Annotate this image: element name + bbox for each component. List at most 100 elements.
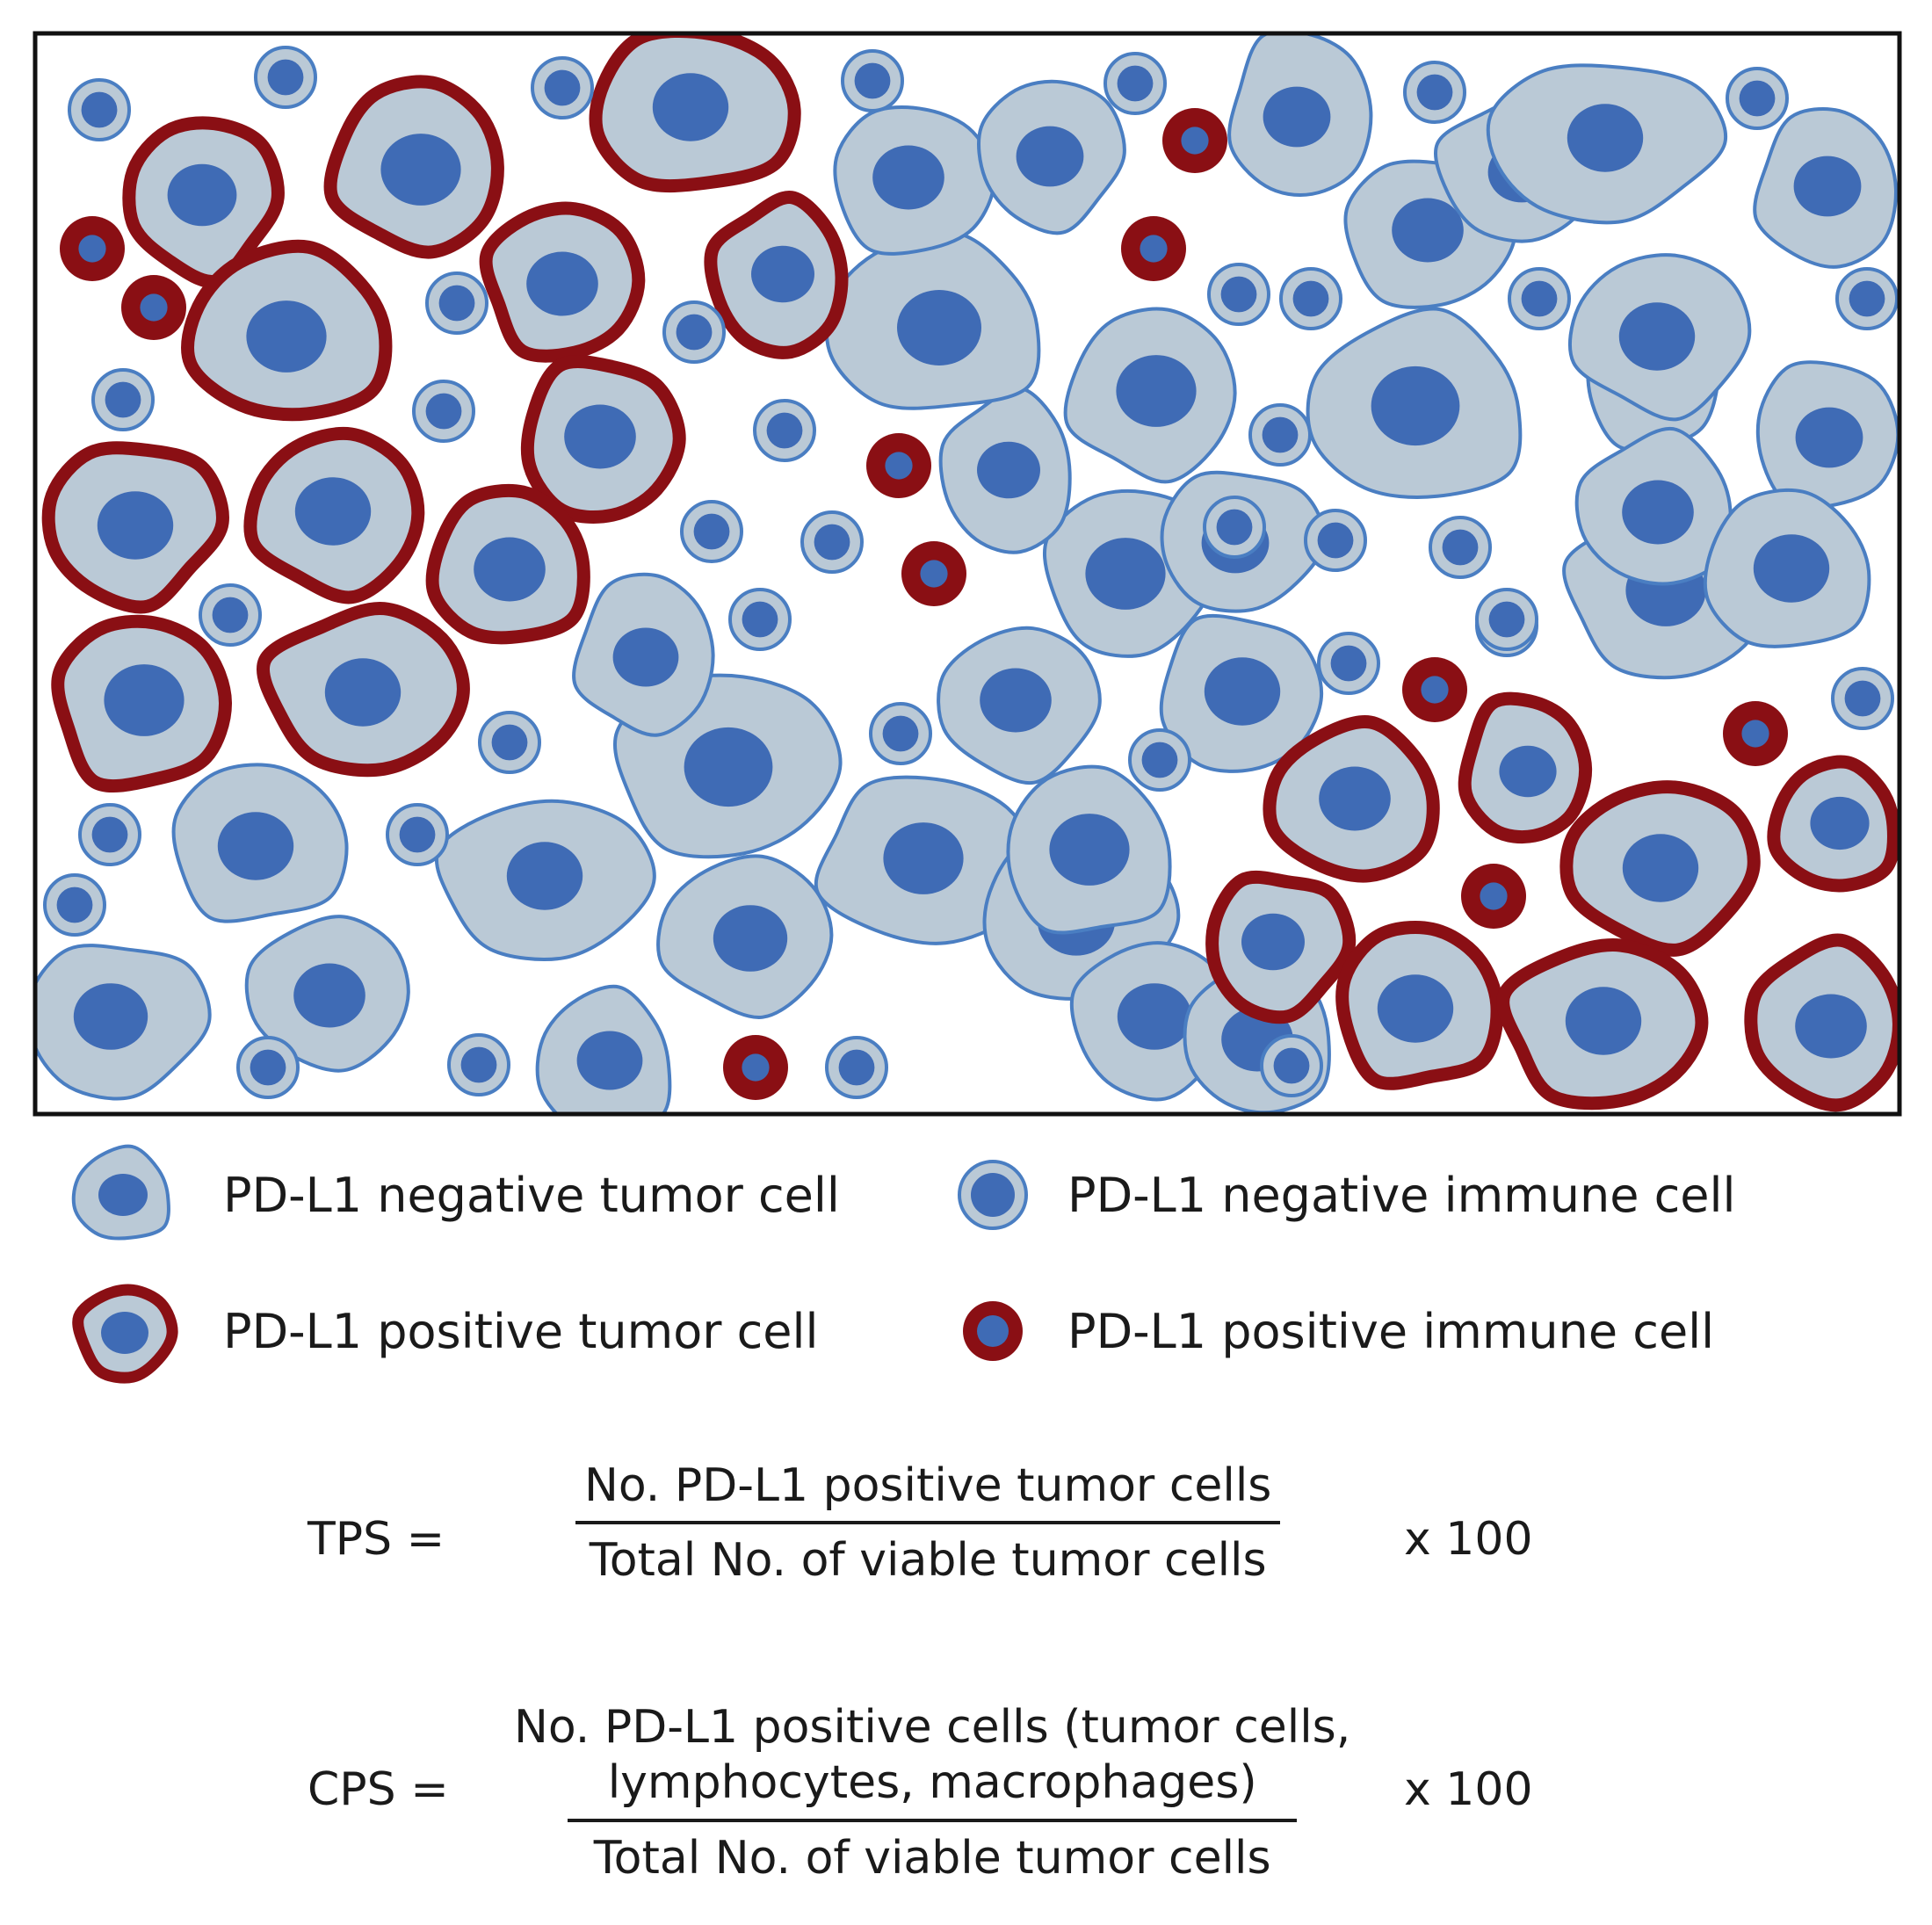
cell-nucleus [1622, 834, 1699, 902]
cell-nucleus [1141, 742, 1178, 778]
cell-nucleus [246, 300, 327, 373]
pd-l1-negative-immune-cell [1203, 496, 1266, 559]
cell-nucleus [1849, 280, 1885, 317]
pd-l1-positive-tumor-cell [589, 33, 801, 193]
cell-nucleus [1220, 276, 1257, 313]
pd-l1-negative-immune-cell [1207, 263, 1270, 326]
cell-nucleus [980, 668, 1052, 733]
cell-nucleus [576, 1031, 643, 1090]
pd-l1-negative-tumor-cell [434, 799, 656, 961]
cell-nucleus [882, 715, 919, 752]
legend-pos-tumor: PD-L1 positive tumor cell [62, 1270, 852, 1393]
pd-l1-positive-immune-cell [1723, 701, 1788, 766]
pd-l1-negative-immune-cell [1103, 52, 1167, 115]
cell-nucleus [78, 235, 106, 263]
pd-l1-negative-immune-cell [800, 510, 864, 574]
pd-l1-negative-tumor-cell [535, 984, 672, 1114]
cell-nucleus [1085, 538, 1166, 610]
neg-tumor-cell-icon [71, 1144, 170, 1241]
pd-l1-negative-tumor-cell [1063, 307, 1237, 484]
cell-nucleus [1618, 302, 1696, 371]
cell-nucleus [1371, 365, 1460, 446]
cell-nucleus [324, 658, 402, 727]
cell-nucleus [1317, 522, 1354, 559]
pd-l1-negative-immune-cell [1304, 509, 1367, 572]
cell-nucleus [652, 73, 729, 141]
cell-nucleus [526, 251, 598, 316]
cell-nucleus [1810, 796, 1870, 850]
pd-l1-negative-tumor-cell [824, 230, 1041, 410]
pd-l1-positive-tumor-cell [1744, 933, 1899, 1112]
pd-l1-negative-immune-cell [1317, 632, 1380, 695]
pd-l1-positive-immune-cell [60, 216, 125, 281]
cell-nucleus [1016, 126, 1084, 187]
pd-l1-negative-immune-cell [1831, 667, 1894, 730]
pd-l1-negative-immune-cell [1475, 588, 1538, 651]
cell-nucleus [920, 560, 948, 588]
pd-l1-positive-tumor-cell [1263, 715, 1440, 883]
legend-label: PD-L1 negative tumor cell [223, 1168, 840, 1223]
tps-fraction: No. PD-L1 positive tumor cells Total No.… [575, 1458, 1281, 1589]
cell-nucleus [1793, 156, 1862, 217]
cell-nucleus [104, 664, 185, 736]
cell-nucleus [742, 601, 778, 638]
pd-l1-positive-tumor-cell [51, 614, 233, 793]
cps-numerator-line2: lymphocytes, macrophages) [607, 1756, 1257, 1810]
pd-l1-negative-tumor-cell [1227, 33, 1373, 197]
pd-l1-negative-immune-cell [199, 583, 262, 647]
cell-nucleus [1117, 65, 1154, 102]
cell-nucleus [1292, 280, 1329, 317]
pd-l1-negative-immune-cell [1429, 516, 1492, 579]
pd-l1-negative-tumor-cell [656, 854, 834, 1019]
cell-nucleus [713, 905, 788, 972]
tps-numerator: No. PD-L1 positive tumor cells [584, 1459, 1272, 1512]
cell-nucleus [1263, 86, 1331, 148]
legend-neg-tumor: PD-L1 negative tumor cell [62, 1133, 852, 1256]
pd-l1-positive-tumor-cell [1335, 920, 1504, 1090]
cell-nucleus [1521, 280, 1558, 317]
cell-nucleus [140, 293, 168, 322]
cell-nucleus [1499, 745, 1557, 798]
pd-l1-positive-tumor-cell [181, 239, 393, 422]
legend-label: PD-L1 negative immune cell [1067, 1168, 1736, 1223]
pd-l1-negative-immune-cell [386, 803, 449, 866]
pd-l1-negative-immune-cell [78, 803, 141, 866]
cps-multiplier: x 100 [1404, 1763, 1533, 1816]
cell-nucleus [1844, 680, 1881, 717]
cell-nucleus [1140, 235, 1168, 263]
pd-l1-negative-immune-cell [1248, 403, 1312, 467]
pd-l1-negative-immune-cell [753, 399, 816, 462]
cell-nucleus [506, 842, 583, 910]
pd-l1-positive-tumor-cell [1559, 780, 1761, 957]
cell-nucleus [91, 816, 128, 853]
cell-nucleus [676, 314, 713, 351]
pd-l1-negative-immune-cell [68, 78, 131, 141]
pd-l1-positive-immune-cell [1162, 108, 1227, 173]
cell-nucleus [1488, 601, 1525, 638]
tps-formula: TPS = No. PD-L1 positive tumor cells Tot… [0, 1458, 1932, 1617]
cell-nucleus [293, 963, 365, 1028]
cps-lhs: CPS = [308, 1763, 449, 1816]
cell-nucleus [1241, 913, 1305, 971]
cell-nucleus [883, 822, 964, 894]
pd-l1-positive-tumor-cell [1205, 870, 1357, 1024]
pd-l1-negative-tumor-cell [1567, 253, 1752, 422]
cell-nucleus [212, 597, 249, 633]
pd-l1-positive-immune-cell [121, 275, 186, 340]
cell-nucleus [1216, 509, 1253, 546]
cell-nucleus [854, 62, 891, 99]
cell-nucleus [438, 285, 475, 322]
pd-l1-negative-immune-cell [412, 380, 475, 443]
cell-nucleus [684, 727, 773, 807]
cell-nucleus [1049, 814, 1130, 886]
pd-l1-negative-immune-cell [1726, 67, 1789, 130]
pd-l1-positive-tumor-cell [479, 201, 646, 363]
pd-l1-negative-tumor-cell [1306, 307, 1523, 499]
pd-l1-negative-tumor-cell [1703, 488, 1871, 648]
cell-nucleus [1273, 1047, 1310, 1084]
pd-l1-negative-tumor-cell [1159, 613, 1324, 773]
cell-nucleus [885, 452, 913, 480]
pd-l1-negative-immune-cell [91, 368, 155, 431]
cell-nucleus [1567, 104, 1644, 172]
legend-label: PD-L1 positive tumor cell [223, 1304, 819, 1359]
